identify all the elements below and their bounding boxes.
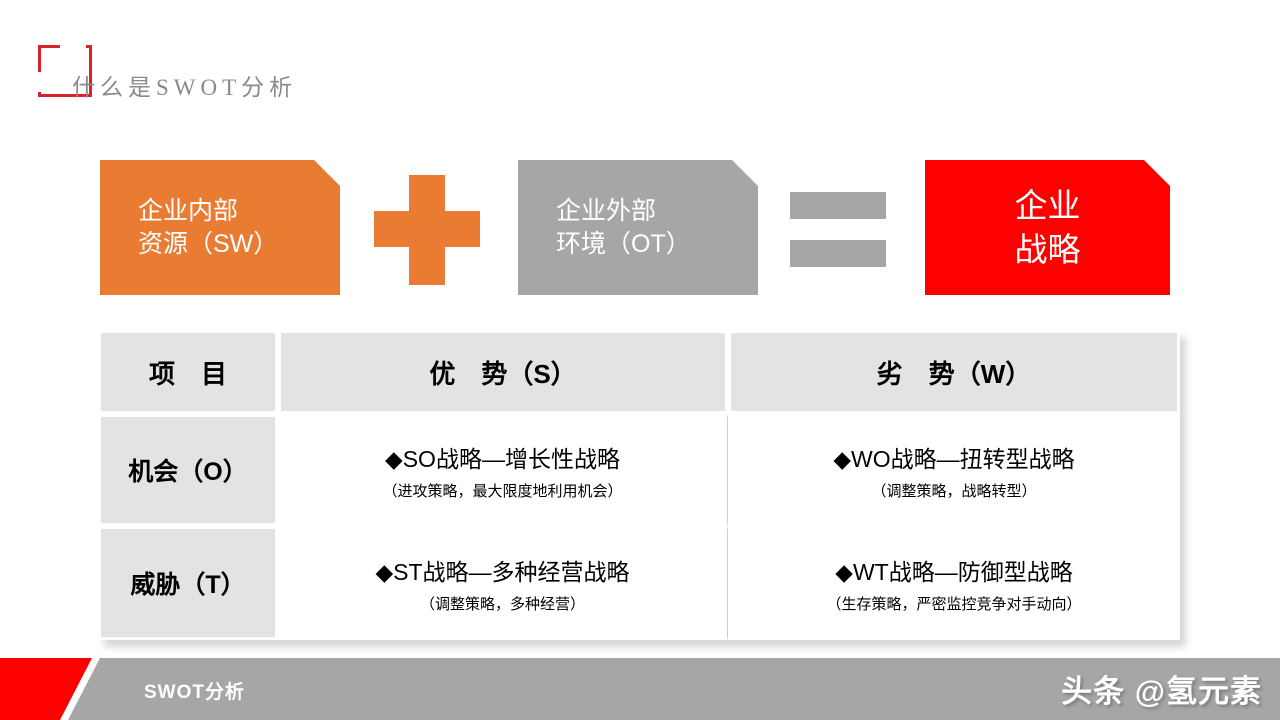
matrix-header-item-label: 项 目: [148, 358, 227, 389]
matrix-row-header-threat: 威胁（T）: [98, 526, 278, 640]
equals-bar-bottom: [790, 240, 886, 267]
title-square-gap-left: [36, 72, 45, 92]
equation-row: 企业内部 资源（SW） 企业外部 环境（OT） 企业 战略: [0, 160, 1280, 310]
title-square-gap-top: [60, 42, 86, 50]
matrix-header-item: 项 目: [98, 330, 278, 414]
matrix-header-strength-label: 优 势（S）: [429, 358, 577, 389]
external-environment-label: 企业外部 环境（OT）: [556, 196, 691, 258]
equals-bar-top: [790, 192, 886, 219]
swot-matrix-grid: 项 目 优 势（S） 劣 势（W） 机会（O） ◆SO战略—增长性战略 （进攻策…: [98, 330, 1180, 640]
matrix-cell-wo-title: ◆WO战略—扭转型战略: [833, 445, 1075, 472]
watermark: 头条 @氢元素: [1061, 674, 1262, 709]
matrix-cell-wo-note: （调整策略，战略转型）: [871, 482, 1037, 500]
plus-bar-vertical: [409, 175, 445, 285]
matrix-cell-st-note: （调整策略，多种经营）: [419, 595, 585, 613]
footer-label: SWOT分析: [144, 682, 245, 703]
matrix-row-header-opportunity-label: 机会（O）: [128, 458, 248, 486]
enterprise-strategy-box: 企业 战略: [925, 160, 1170, 295]
matrix-cell-so-title: ◆SO战略—增长性战略: [385, 445, 620, 472]
matrix-row-header-threat-label: 威胁（T）: [130, 571, 246, 599]
matrix-header-weakness-label: 劣 势（W）: [876, 358, 1032, 389]
matrix-cell-so: ◆SO战略—增长性战略 （进攻策略，最大限度地利用机会）: [278, 414, 728, 526]
plus-operator-icon: [374, 175, 480, 285]
external-environment-box: 企业外部 环境（OT）: [518, 160, 758, 295]
slide-footer: SWOT分析 头条 @氢元素: [0, 658, 1280, 720]
matrix-row-header-opportunity: 机会（O）: [98, 414, 278, 526]
slide-title-block: 什么是SWOT分析: [0, 0, 480, 130]
internal-resource-box: 企业内部 资源（SW）: [100, 160, 340, 295]
matrix-cell-so-note: （进攻策略，最大限度地利用机会）: [382, 482, 623, 500]
footer-gray-bar: [68, 658, 1280, 720]
matrix-cell-wt-title: ◆WT战略—防御型战略: [835, 558, 1073, 585]
internal-resource-label: 企业内部 资源（SW）: [138, 196, 279, 258]
matrix-header-weakness: 劣 势（W）: [728, 330, 1180, 414]
matrix-cell-wo: ◆WO战略—扭转型战略 （调整策略，战略转型）: [728, 414, 1180, 526]
matrix-cell-st-title: ◆ST战略—多种经营战略: [375, 558, 630, 585]
equals-operator-icon: [790, 192, 886, 268]
swot-matrix: 项 目 优 势（S） 劣 势（W） 机会（O） ◆SO战略—增长性战略 （进攻策…: [98, 330, 1180, 640]
matrix-cell-wt: ◆WT战略—防御型战略 （生存策略，严密监控竞争对手动向）: [728, 526, 1180, 640]
matrix-cell-st: ◆ST战略—多种经营战略 （调整策略，多种经营）: [278, 526, 728, 640]
enterprise-strategy-label: 企业 战略: [1014, 186, 1081, 268]
page-title: 什么是SWOT分析: [72, 75, 298, 100]
matrix-header-strength: 优 势（S）: [278, 330, 728, 414]
matrix-cell-wt-note: （生存策略，严密监控竞争对手动向）: [826, 595, 1082, 613]
